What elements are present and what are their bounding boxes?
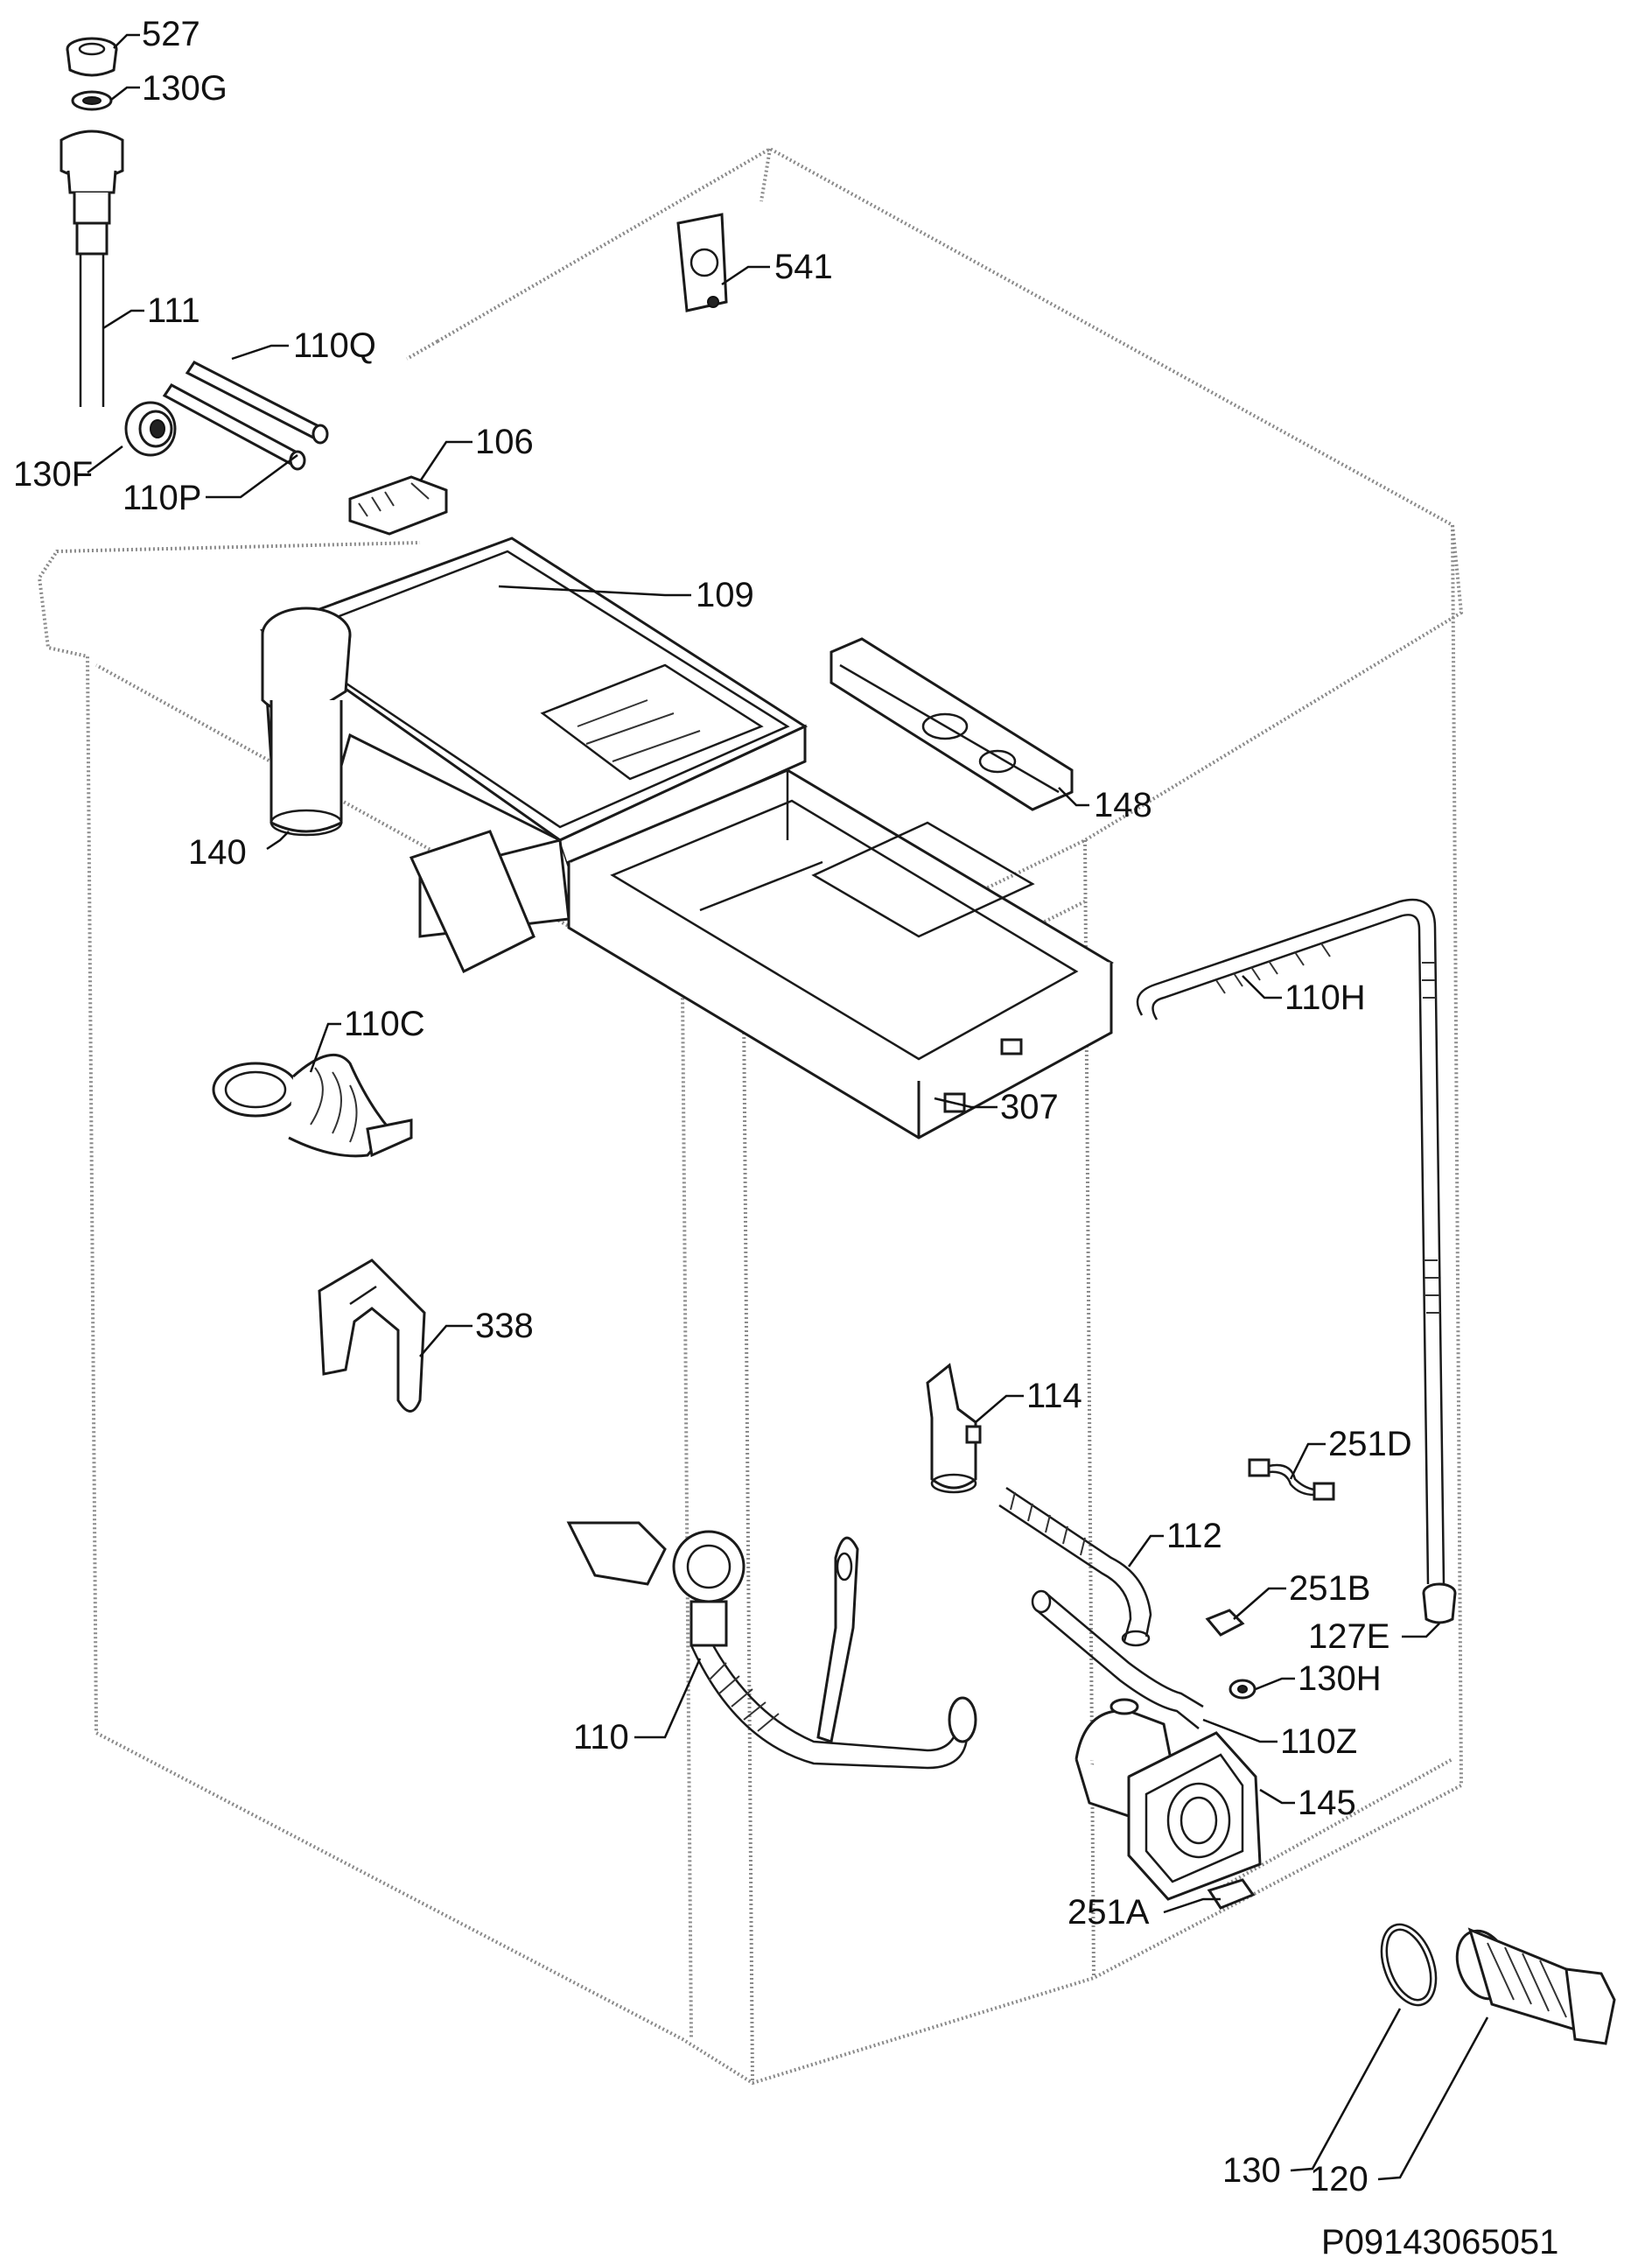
label-130F: 130F bbox=[13, 455, 93, 494]
label-110H: 110H bbox=[1284, 978, 1366, 1017]
part-120-filter bbox=[1455, 1927, 1616, 2045]
label-148: 148 bbox=[1094, 786, 1152, 824]
part-106-bracket bbox=[348, 475, 448, 536]
part-127E-cap bbox=[1422, 1582, 1457, 1624]
part-307-drawer bbox=[565, 768, 1114, 1140]
part-labels: 527 130G 111 110Q 130F 110P 106 541 109 … bbox=[13, 15, 1412, 2198]
label-110Z: 110Z bbox=[1280, 1722, 1357, 1761]
part-112-hose bbox=[998, 1486, 1152, 1647]
label-527: 527 bbox=[142, 15, 200, 53]
part-148-strip bbox=[830, 637, 1074, 811]
part-145-pump bbox=[1074, 1698, 1262, 1901]
part-527-nut bbox=[66, 37, 118, 77]
label-251B: 251B bbox=[1289, 1569, 1370, 1608]
part-130F-grommet bbox=[124, 401, 177, 457]
label-251D: 251D bbox=[1328, 1425, 1412, 1463]
part-251A-connector bbox=[1207, 1878, 1256, 1910]
part-251D-connector bbox=[1248, 1458, 1335, 1501]
label-110C: 110C bbox=[344, 1005, 425, 1043]
label-114: 114 bbox=[1026, 1377, 1082, 1415]
part-251B-connector bbox=[1205, 1609, 1245, 1637]
label-251A: 251A bbox=[1068, 1893, 1150, 1932]
part-541-bracket bbox=[676, 213, 728, 312]
label-120: 120 bbox=[1310, 2160, 1368, 2198]
part-110C-bellows bbox=[212, 1053, 413, 1158]
label-110Q: 110Q bbox=[293, 326, 376, 365]
part-110H-hose bbox=[1136, 898, 1446, 1585]
label-140: 140 bbox=[188, 833, 247, 872]
label-127E: 127E bbox=[1308, 1617, 1390, 1656]
part-110Q-tube bbox=[185, 361, 329, 445]
label-307: 307 bbox=[1000, 1088, 1059, 1126]
label-130: 130 bbox=[1222, 2151, 1281, 2190]
label-111: 111 bbox=[147, 291, 200, 330]
part-110-pump-hose bbox=[566, 1521, 977, 1770]
label-145: 145 bbox=[1298, 1784, 1356, 1822]
part-140-inlet-pipe bbox=[261, 607, 352, 837]
label-541: 541 bbox=[774, 248, 833, 286]
part-338-clip bbox=[318, 1259, 426, 1413]
label-106: 106 bbox=[475, 423, 534, 461]
label-130G: 130G bbox=[142, 69, 228, 108]
part-110P-tube bbox=[162, 383, 306, 471]
leader-lines bbox=[87, 33, 1489, 2181]
part-130G-washer bbox=[71, 90, 113, 111]
part-130H-washer bbox=[1228, 1679, 1256, 1700]
label-338: 338 bbox=[475, 1307, 534, 1345]
part-114-sensor bbox=[926, 1363, 982, 1494]
label-130H: 130H bbox=[1298, 1659, 1382, 1698]
part-111-inlet-hose bbox=[60, 130, 124, 407]
part-110Z-hose bbox=[1031, 1589, 1204, 1729]
part-130-o-ring bbox=[1380, 1923, 1438, 2007]
label-112: 112 bbox=[1166, 1517, 1222, 1555]
label-110: 110 bbox=[573, 1718, 629, 1757]
label-110P: 110P bbox=[122, 479, 201, 517]
label-109: 109 bbox=[696, 576, 754, 614]
reference-code: P09143065051 bbox=[1321, 2223, 1558, 2261]
